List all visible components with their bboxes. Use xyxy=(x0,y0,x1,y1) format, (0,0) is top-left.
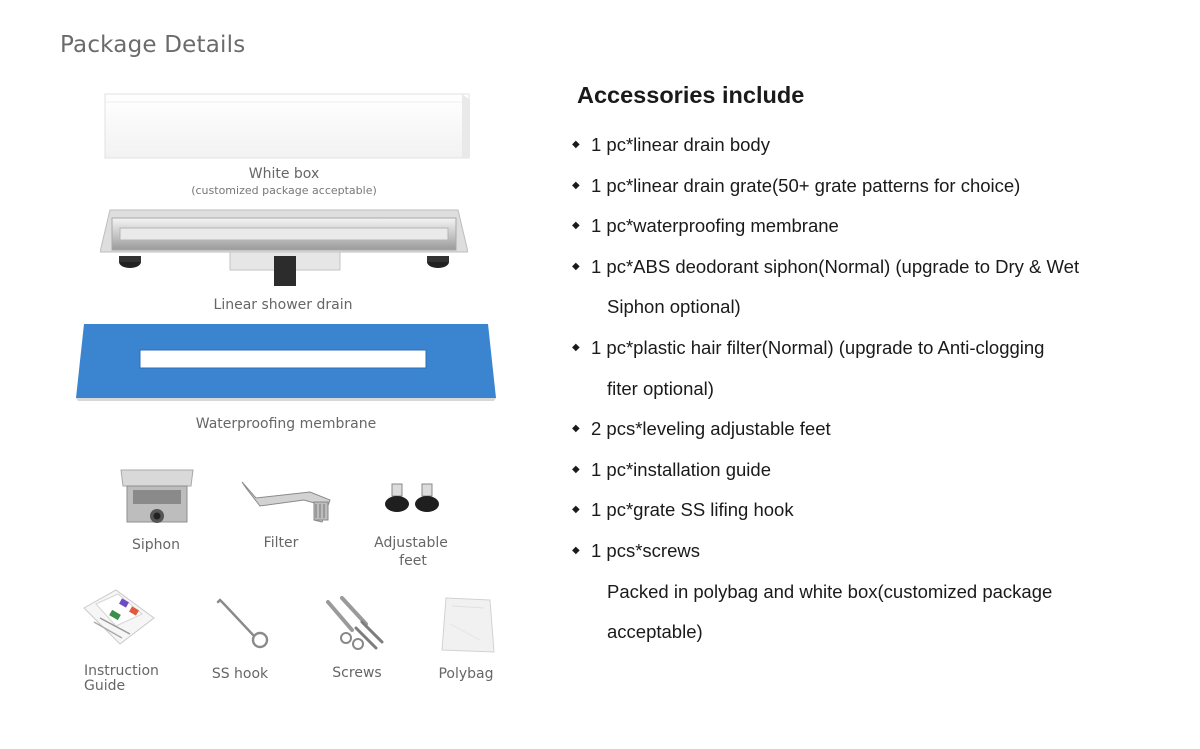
filter-label: Filter xyxy=(263,535,299,551)
white-box-label: White box xyxy=(248,166,320,182)
list-item: ◆ 1 pc*waterproofing membrane xyxy=(572,206,1172,247)
adjustable-feet-label-2: feet xyxy=(399,553,427,569)
list-item: ◆ 1 pc*plastic hair filter(Normal) (upgr… xyxy=(572,328,1172,409)
list-item: ◆ 2 pcs*leveling adjustable feet xyxy=(572,409,1172,450)
packing-note-line-1: Packed in polybag and white box(customiz… xyxy=(607,580,1053,602)
white-box-sublabel: (customized package acceptable) xyxy=(191,184,377,197)
list-item: ◆ 1 pc*ABS deodorant siphon(Normal) (upg… xyxy=(572,247,1172,328)
packing-note-line-2: acceptable) xyxy=(607,621,703,643)
instruction-guide-label-2: Guide xyxy=(84,678,126,694)
instruction-guide-label-1: Instruction xyxy=(84,663,159,679)
screws-image xyxy=(322,594,386,652)
diamond-bullet-icon: ◆ xyxy=(572,463,580,475)
siphon-label: Siphon xyxy=(132,537,180,553)
ss-hook-label: SS hook xyxy=(211,666,269,682)
linear-drain-label: Linear shower drain xyxy=(213,297,353,313)
diamond-bullet-icon: ◆ xyxy=(572,260,580,272)
waterproofing-membrane-label: Waterproofing membrane xyxy=(195,416,377,432)
accessories-list: ◆ 1 pc*linear drain body ◆ 1 pc*linear d… xyxy=(572,125,1172,653)
ss-hook-image xyxy=(210,598,270,652)
diamond-bullet-icon: ◆ xyxy=(572,544,580,556)
polybag-image xyxy=(440,594,496,656)
polybag-label: Polybag xyxy=(438,666,494,682)
filter-image xyxy=(238,476,334,524)
list-item: ◆ 1 pc*linear drain grate(50+ grate patt… xyxy=(572,166,1172,207)
diamond-bullet-icon: ◆ xyxy=(572,423,580,435)
screws-label: Screws xyxy=(332,665,382,681)
diamond-bullet-icon: ◆ xyxy=(572,341,580,353)
list-item: ◆ 1 pc*linear drain body xyxy=(572,125,1172,166)
diamond-bullet-icon: ◆ xyxy=(572,220,580,232)
list-item: ◆ 1 pcs*screws xyxy=(572,531,1172,572)
instruction-guide-image xyxy=(80,588,156,646)
siphon-image xyxy=(117,466,197,528)
adjustable-feet-image xyxy=(382,480,444,520)
diamond-bullet-icon: ◆ xyxy=(572,139,580,150)
white-box-image xyxy=(104,92,472,162)
linear-drain-image xyxy=(100,204,468,290)
diamond-bullet-icon: ◆ xyxy=(572,179,580,191)
diamond-bullet-icon: ◆ xyxy=(572,504,580,516)
page-title: Package Details xyxy=(60,32,246,58)
list-item: ◆ 1 pc*grate SS lifing hook xyxy=(572,490,1172,531)
list-item: ◆ 1 pc*installation guide xyxy=(572,450,1172,491)
adjustable-feet-label-1: Adjustable xyxy=(374,535,448,551)
accessories-title: Accessories include xyxy=(577,82,805,108)
waterproofing-membrane-image xyxy=(74,322,498,402)
